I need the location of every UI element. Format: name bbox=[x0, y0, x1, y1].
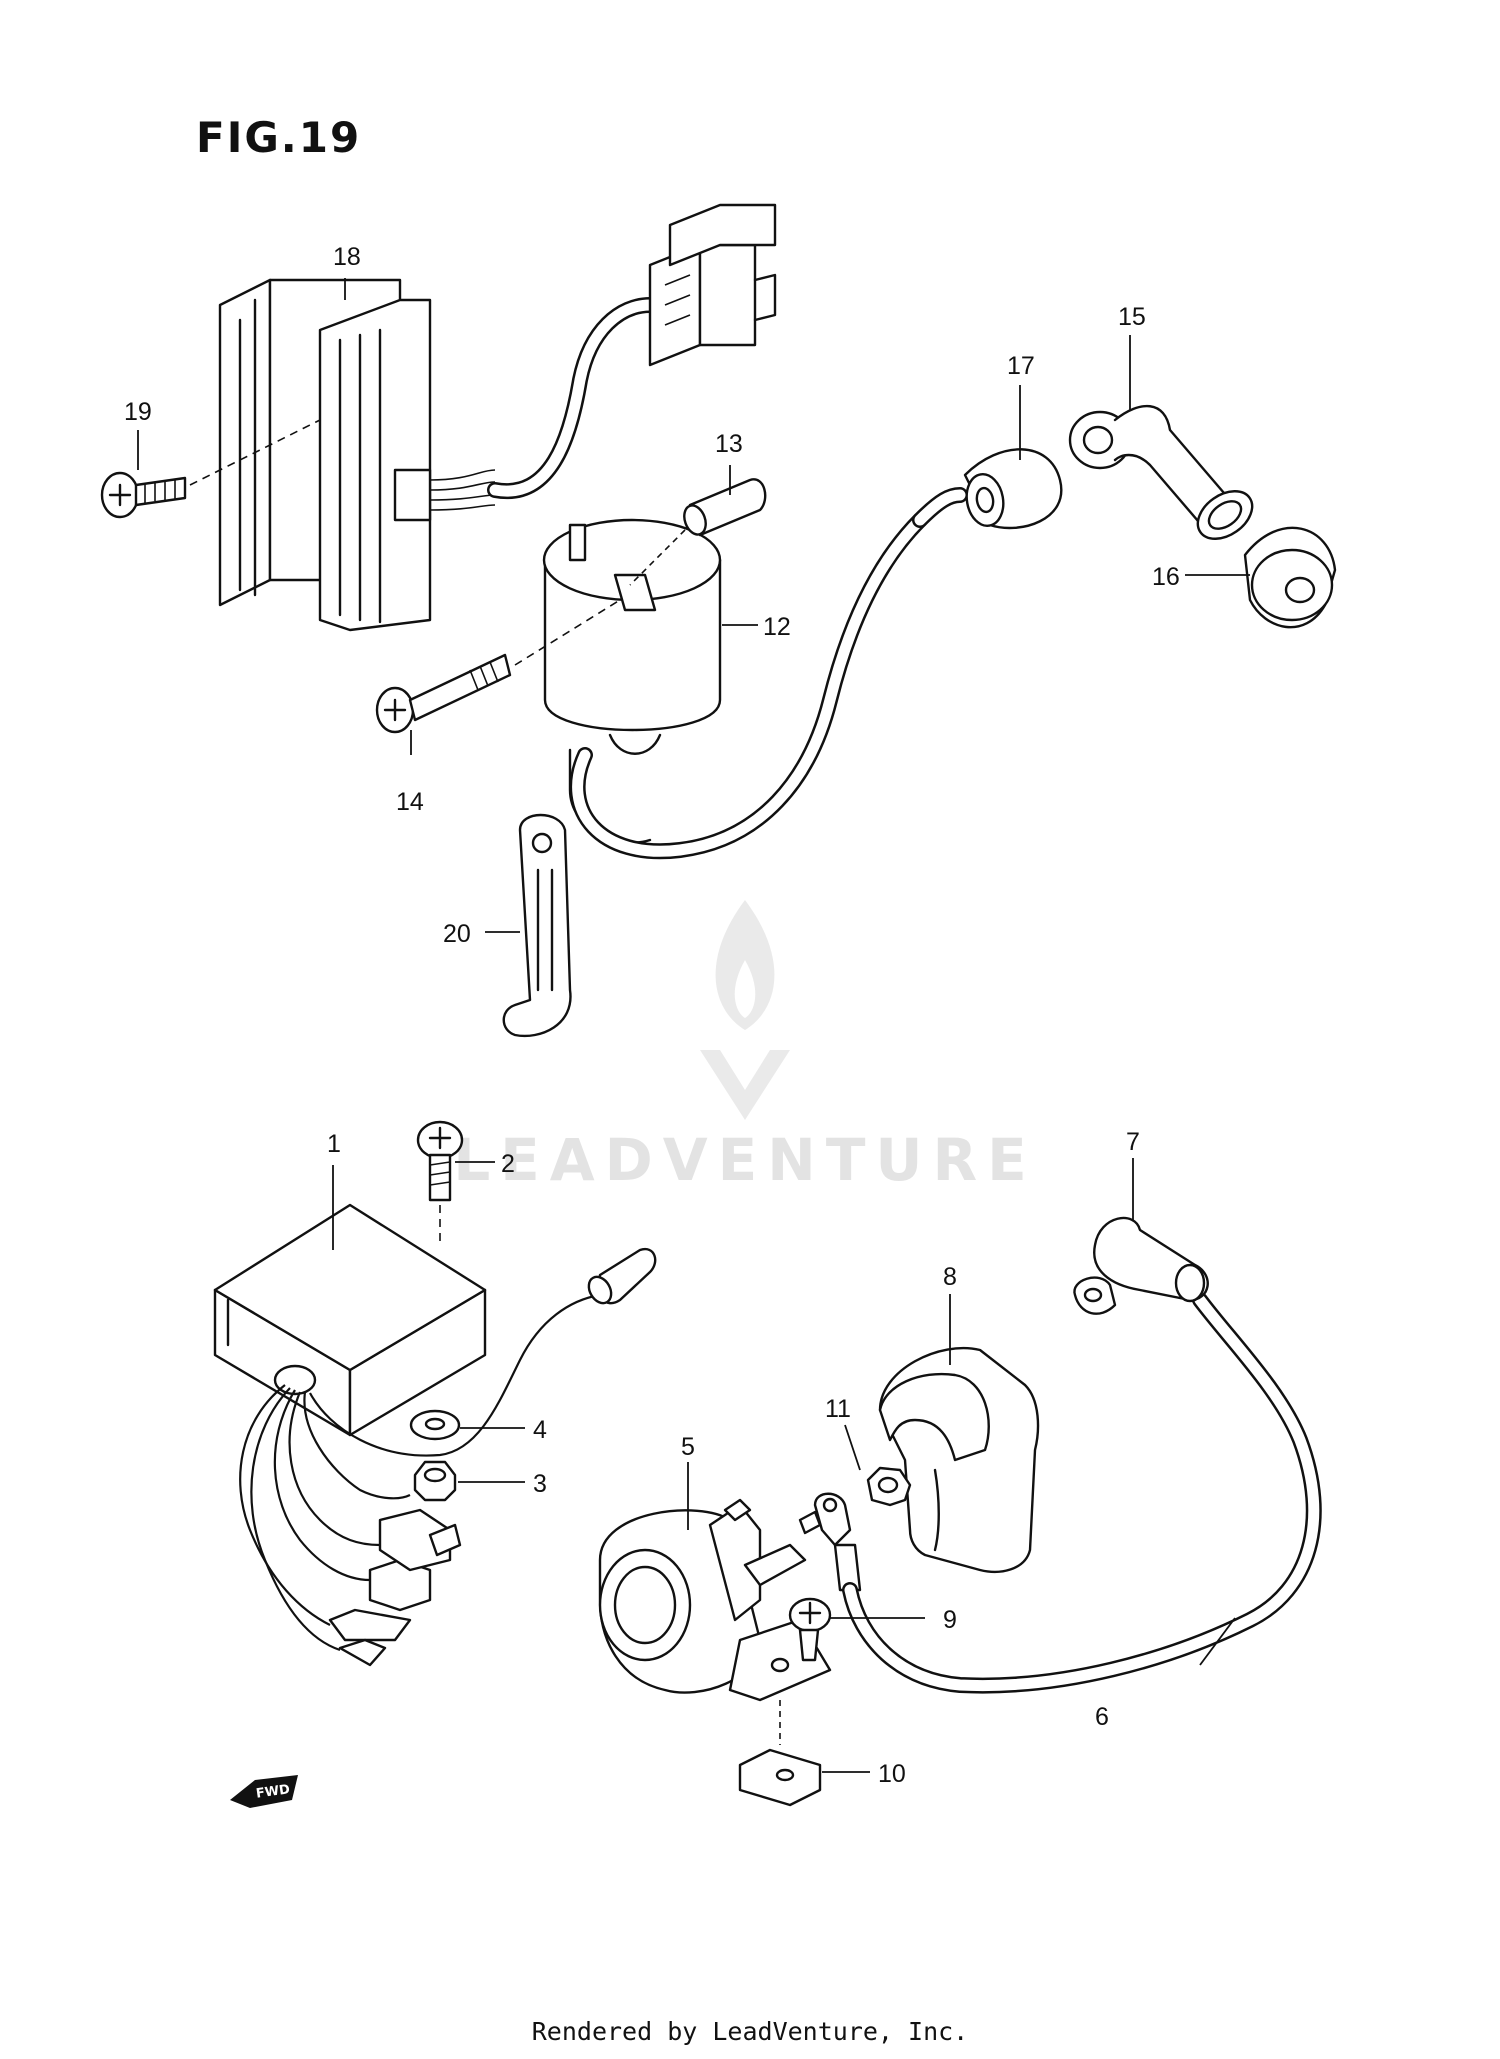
callout-9: 9 bbox=[943, 1606, 957, 1634]
footer-credit: Rendered by LeadVenture, Inc. bbox=[532, 2017, 969, 2046]
cdi-lead-connector bbox=[587, 1247, 657, 1305]
leader-lines bbox=[137, 278, 1250, 1773]
fwd-direction-marker: FWD bbox=[230, 1775, 298, 1808]
callout-1: 1 bbox=[327, 1130, 341, 1158]
regulator-connector bbox=[648, 203, 777, 367]
part-20-clamp bbox=[502, 813, 572, 1038]
callout-16: 16 bbox=[1152, 563, 1180, 591]
part-17-cap-seal bbox=[963, 448, 1063, 530]
callout-8: 8 bbox=[943, 1263, 957, 1291]
callout-14: 14 bbox=[396, 788, 424, 816]
part-15-plug-cap bbox=[1068, 405, 1254, 540]
callout-6: 6 bbox=[1095, 1703, 1109, 1731]
part-4-washer bbox=[409, 1409, 461, 1441]
figure-title: FIG.19 bbox=[196, 113, 361, 162]
callout-18: 18 bbox=[333, 243, 361, 271]
callout-2: 2 bbox=[501, 1150, 515, 1178]
fwd-label: FWD bbox=[255, 1782, 291, 1802]
callout-7: 7 bbox=[1126, 1128, 1140, 1156]
callout-12: 12 bbox=[763, 613, 791, 641]
callout-4: 4 bbox=[533, 1416, 547, 1444]
callout-20: 20 bbox=[443, 920, 471, 948]
part-11-nut bbox=[866, 1466, 912, 1507]
part-18-regulator-rectifier bbox=[218, 278, 496, 632]
callout-11: 11 bbox=[825, 1395, 851, 1423]
part-19-screw bbox=[100, 419, 321, 519]
part-8-relay-cover bbox=[878, 1346, 1040, 1573]
part-13-sleeve bbox=[629, 478, 767, 586]
part-9-screw bbox=[788, 1597, 832, 1662]
part-2-screw bbox=[416, 1120, 464, 1245]
part-1-cdi-unit bbox=[213, 1203, 487, 1437]
part-7-terminal-boot bbox=[1073, 1216, 1209, 1315]
callout-17: 17 bbox=[1007, 352, 1035, 380]
watermark-text: LEADVENTURE bbox=[453, 1126, 1037, 1194]
callout-5: 5 bbox=[681, 1433, 695, 1461]
callout-15: 15 bbox=[1118, 303, 1146, 331]
cdi-wiring bbox=[239, 1293, 601, 1667]
callout-10: 10 bbox=[878, 1760, 906, 1788]
part-3-nut bbox=[413, 1460, 457, 1502]
part-14-bolt bbox=[375, 599, 621, 734]
callout-3: 3 bbox=[533, 1470, 547, 1498]
relay-ground-terminal bbox=[813, 1492, 862, 1592]
part-10-clip-nut bbox=[738, 1700, 822, 1807]
watermark-logo bbox=[700, 900, 790, 1120]
part-5-starter-relay bbox=[598, 1498, 832, 1702]
callout-13: 13 bbox=[715, 430, 743, 458]
callout-19: 19 bbox=[124, 398, 152, 426]
part-16-cover bbox=[1243, 526, 1337, 629]
